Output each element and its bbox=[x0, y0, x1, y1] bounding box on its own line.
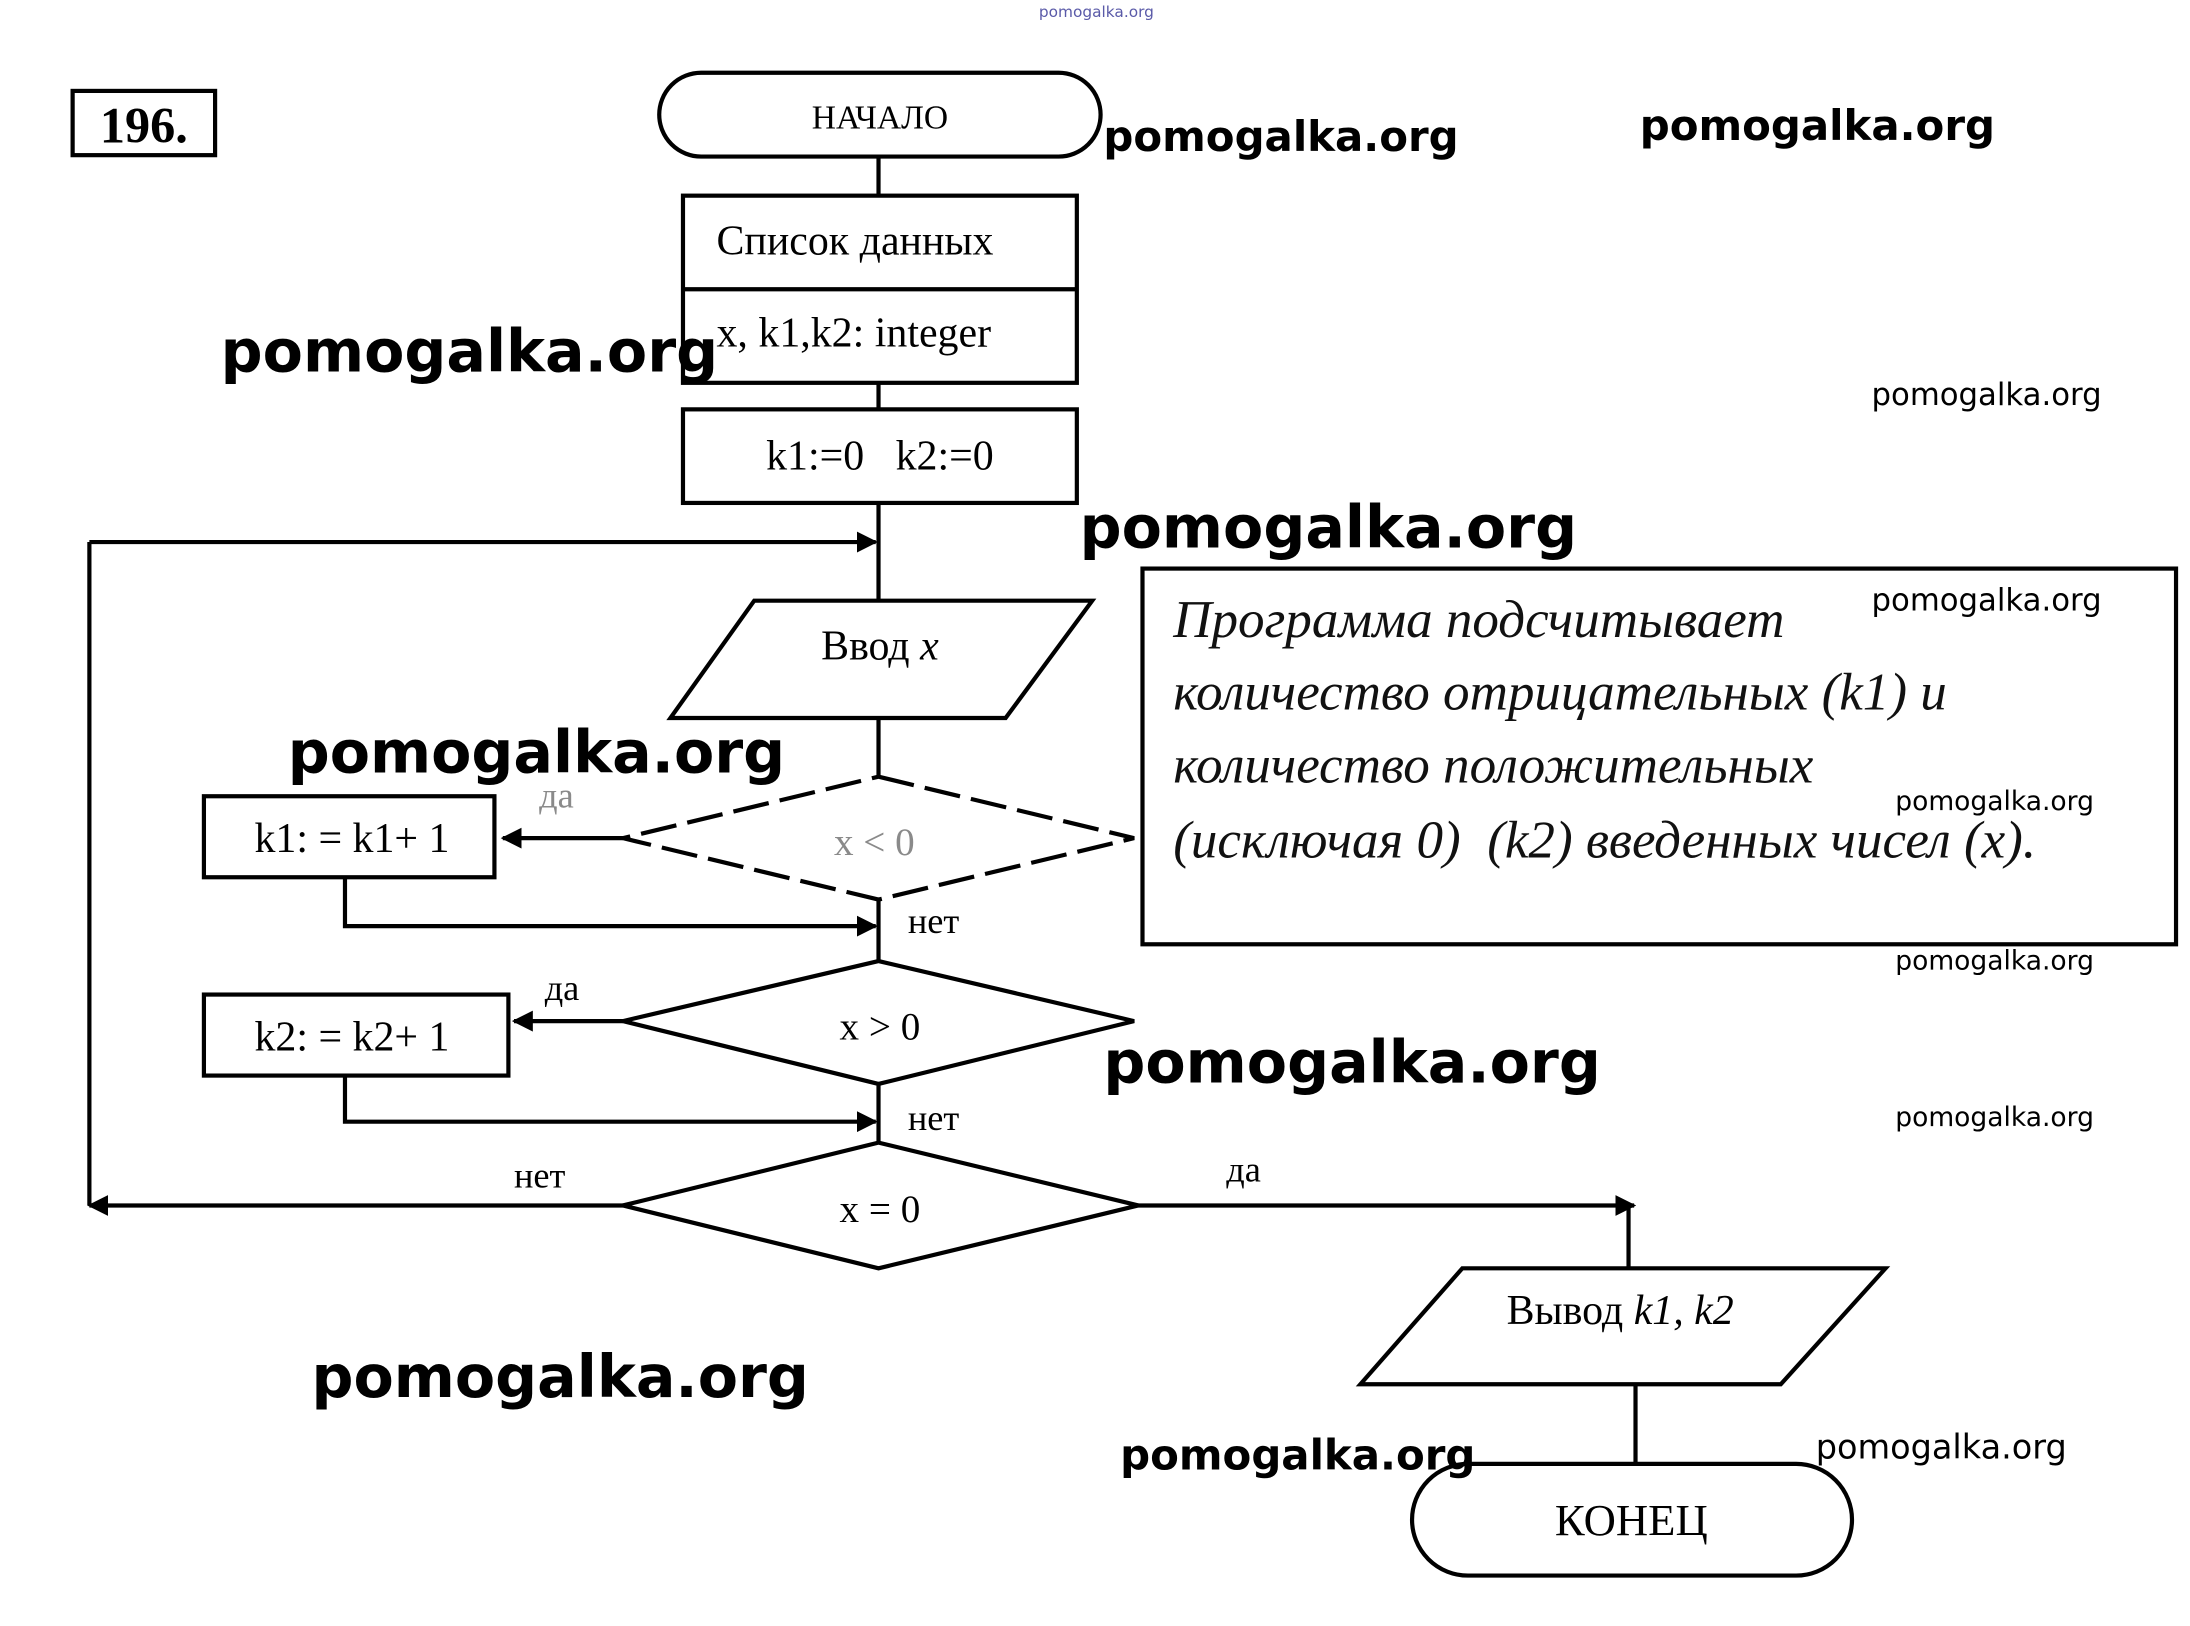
watermark: pomogalka.org bbox=[1872, 377, 2102, 413]
note-line-1: Программа подсчитывает bbox=[1172, 591, 1784, 649]
watermark: pomogalka.org bbox=[311, 1343, 808, 1411]
data-decl: x, k1,k2: integer bbox=[716, 311, 991, 357]
action-k1-increment: k1: = k1+ 1 bbox=[201, 794, 497, 880]
output-prefix: Вывод bbox=[1507, 1288, 1634, 1334]
input-var: x bbox=[919, 623, 939, 669]
watermark: pomogalka.org bbox=[1640, 101, 1995, 150]
input-block: Ввод x bbox=[666, 598, 1097, 721]
return-arrow-1 bbox=[342, 877, 878, 937]
note-line-3: количество положительных bbox=[1173, 736, 1814, 794]
cond1-label: x < 0 bbox=[834, 821, 915, 864]
decision-x-gt-0: x > 0 bbox=[622, 958, 1135, 1087]
watermark: pomogalka.org bbox=[1080, 494, 1577, 562]
problem-number: 196. bbox=[70, 88, 218, 158]
action-k2-increment: k2: = k2+ 1 bbox=[201, 992, 511, 1078]
watermark: pomogalka.org bbox=[288, 718, 785, 786]
watermark: pomogalka.org bbox=[1872, 582, 2102, 618]
return-arrow-2 bbox=[342, 1075, 878, 1133]
watermark: pomogalka.org bbox=[1816, 1427, 2067, 1466]
init-text: k1:=0 k2:=0 bbox=[766, 433, 994, 479]
no-label-2: нет bbox=[908, 1098, 960, 1138]
data-declaration-block: Список данных x, k1,k2: integer bbox=[680, 193, 1079, 385]
note-line-4: (исключая 0) (k2) введенных чисел (x). bbox=[1173, 812, 2036, 870]
start-label: НАЧАЛО bbox=[812, 100, 948, 137]
input-prefix: Ввод bbox=[821, 623, 920, 669]
action2-text: k2: = k2+ 1 bbox=[254, 1014, 449, 1060]
end-label: КОНЕЦ bbox=[1555, 1495, 1708, 1545]
cond3-label: x = 0 bbox=[840, 1188, 921, 1231]
init-block: k1:=0 k2:=0 bbox=[680, 407, 1079, 506]
watermark: pomogalka.org bbox=[1895, 786, 2094, 817]
action1-text: k1: = k1+ 1 bbox=[254, 816, 449, 862]
svg-text:Вывод k1, k2: Вывод k1, k2 bbox=[1507, 1288, 1734, 1334]
watermark: pomogalka.org bbox=[1895, 1102, 2094, 1133]
watermark-top: pomogalka.org bbox=[1039, 3, 1154, 21]
no-label-1: нет bbox=[908, 901, 960, 941]
problem-number-text: 196. bbox=[100, 98, 188, 154]
cond2-label: x > 0 bbox=[840, 1005, 921, 1048]
yes-label-2: да bbox=[545, 968, 580, 1008]
data-header: Список данных bbox=[716, 218, 993, 264]
yes-label-1: да bbox=[539, 775, 574, 815]
output-block: Вывод k1, k2 bbox=[1355, 1266, 1891, 1387]
start-terminal: НАЧАЛО bbox=[657, 70, 1103, 159]
decision-x-eq-0: x = 0 bbox=[622, 1140, 1139, 1271]
output-vars: k1, k2 bbox=[1634, 1288, 1734, 1334]
note-line-2: количество отрицательных (k1) и bbox=[1173, 664, 1947, 722]
watermark: pomogalka.org bbox=[1120, 1430, 1475, 1479]
no-label-3: нет bbox=[514, 1155, 566, 1195]
end-terminal: КОНЕЦ bbox=[1409, 1461, 1855, 1578]
explanation-note: Программа подсчитывает количество отрица… bbox=[1140, 566, 2179, 947]
watermark: pomogalka.org bbox=[1103, 1029, 1600, 1097]
watermark: pomogalka.org bbox=[1895, 945, 2094, 976]
decision-x-lt-0: x < 0 bbox=[622, 774, 1135, 902]
yes-label-3: да bbox=[1226, 1150, 1261, 1190]
watermark: pomogalka.org bbox=[1103, 112, 1458, 161]
svg-text:Ввод x: Ввод x bbox=[821, 623, 939, 669]
watermark: pomogalka.org bbox=[221, 318, 718, 386]
